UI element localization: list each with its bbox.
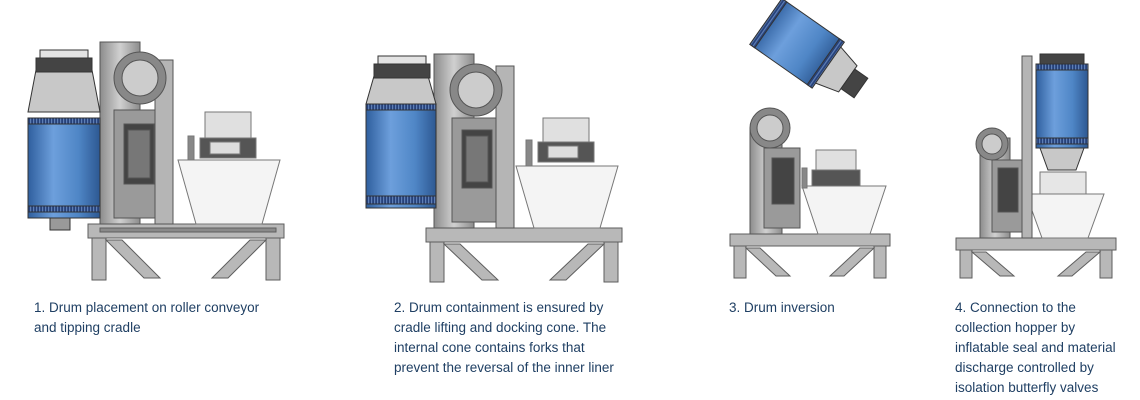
step-4-panel: 4. Connection to the collection hopper b… (940, 0, 1140, 400)
tipping-column (433, 53, 515, 229)
step-4-caption: 4. Connection to the collection hopper b… (955, 298, 1116, 398)
collection-hopper (515, 117, 619, 229)
collection-hopper (177, 111, 281, 225)
support-frame (729, 233, 891, 279)
step-3-caption: 3. Drum inversion (729, 298, 835, 318)
collection-hopper (801, 149, 887, 235)
caption-line: 1. Drum placement on roller conveyor (34, 300, 260, 315)
tipping-column (99, 41, 174, 225)
step-3-drum-inversion-illustration (729, 0, 891, 279)
step-3-panel: 3. Drum inversion (720, 0, 900, 400)
step-2-caption: 2. Drum containment is ensured by cradle… (394, 298, 614, 378)
inverted-drum (1035, 53, 1089, 171)
support-frame (87, 223, 285, 281)
caption-line: 3. Drum inversion (729, 300, 835, 315)
tipping-column (749, 107, 801, 235)
step-1-drum-placement-illustration (27, 41, 285, 281)
caption-line: and tipping cradle (34, 320, 141, 335)
caption-line: 4. Connection to the (955, 300, 1076, 315)
support-frame (955, 237, 1117, 279)
collection-hopper (1025, 171, 1105, 239)
caption-line: inflatable seal and material (955, 340, 1116, 355)
caption-line: collection hopper by (955, 320, 1076, 335)
caption-line: 2. Drum containment is ensured by (394, 300, 604, 315)
caption-line: prevent the reversal of the inner liner (394, 360, 614, 375)
caption-line: isolation butterfly valves (955, 380, 1099, 395)
step-4-hopper-connection-illustration (955, 53, 1117, 279)
caption-line: internal cone contains forks that (394, 340, 585, 355)
step-2-panel: 2. Drum containment is ensured by cradle… (350, 0, 680, 400)
step-2-drum-containment-illustration (365, 53, 623, 283)
drum (27, 49, 101, 231)
tipping-column (975, 55, 1033, 239)
inverted-drum (749, 0, 869, 99)
drum (365, 55, 437, 209)
step-1-caption: 1. Drum placement on roller conveyor and… (34, 298, 259, 338)
step-1-panel: 1. Drum placement on roller conveyor and… (0, 0, 290, 400)
caption-line: discharge controlled by (955, 360, 1094, 375)
support-frame (425, 227, 623, 283)
caption-line: cradle lifting and docking cone. The (394, 320, 607, 335)
